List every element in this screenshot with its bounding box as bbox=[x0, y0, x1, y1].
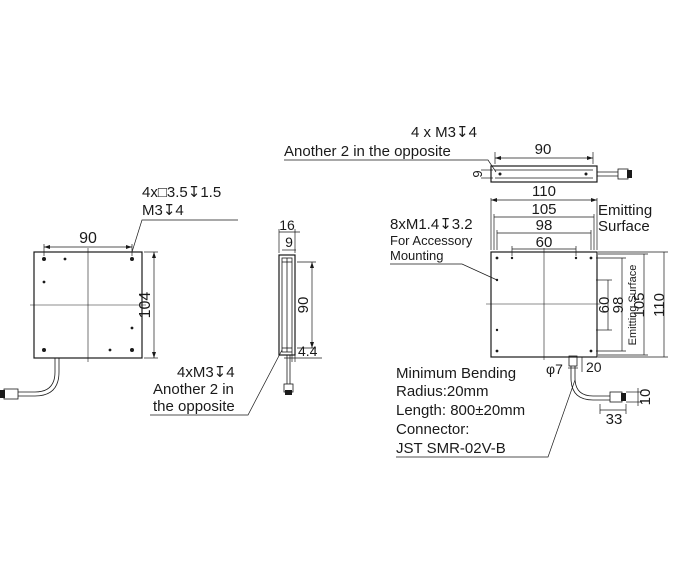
notes-leader bbox=[396, 379, 576, 458]
note-line1: Minimum Bending bbox=[396, 365, 516, 382]
right-cable-dia-label: φ7 bbox=[546, 361, 563, 377]
side-callout-line3: the opposite bbox=[153, 398, 235, 415]
right-cable-gland bbox=[568, 355, 578, 367]
right-mounting-callout-line1: 8xM1.4↧3.2 bbox=[390, 216, 473, 233]
front-hole-leader bbox=[131, 219, 238, 253]
right-mounting-callout-line3: Mounting bbox=[390, 248, 443, 263]
top-callout-line1: 4 x M3↧4 bbox=[411, 124, 477, 141]
side-callout-line2: Another 2 in bbox=[153, 381, 234, 398]
right-cable bbox=[570, 366, 610, 401]
front-hole-callout-line1: 4x□3.5↧1.5 bbox=[142, 184, 221, 201]
side-callout-leader bbox=[150, 349, 283, 416]
right-connector-h-label: 10 bbox=[637, 389, 654, 406]
top-length-label: 90 bbox=[535, 141, 552, 158]
top-body-outline bbox=[490, 165, 598, 183]
right-connector-len-label: 33 bbox=[606, 411, 623, 428]
note-line5: JST SMR-02V-B bbox=[396, 440, 506, 457]
top-callout-line2: Another 2 in the opposite bbox=[284, 143, 451, 160]
front-hole-bl bbox=[42, 348, 46, 352]
right-mounting-callout-line2: For Accessory bbox=[390, 233, 473, 248]
note-line4: Connector: bbox=[396, 421, 469, 438]
right-vert60-label: 60 bbox=[596, 297, 613, 314]
right-width60-label: 60 bbox=[536, 234, 553, 251]
right-width105-label: 105 bbox=[531, 201, 556, 218]
front-hole-mt bbox=[63, 257, 67, 261]
right-cable-offset-label: 20 bbox=[586, 359, 602, 375]
front-width-dim-label: 90 bbox=[79, 230, 97, 247]
front-hole-lm bbox=[42, 280, 46, 284]
notes-block: Minimum Bending Radius:20mm Length: 800±… bbox=[396, 365, 576, 458]
right-connector bbox=[609, 391, 623, 403]
front-height-dim-label: 104 bbox=[137, 292, 154, 319]
top-view: 4 x M3↧4 Another 2 in the opposite 90 9 bbox=[284, 124, 632, 183]
front-hole-tr bbox=[130, 257, 134, 261]
right-emitting-vertical-label: Emitting Surface bbox=[627, 265, 639, 346]
right-width98-label: 98 bbox=[536, 217, 553, 234]
right-vert105-label: 105 bbox=[631, 292, 648, 317]
right-emitting-label-line2: Surface bbox=[598, 218, 650, 235]
front-hole-rm bbox=[130, 326, 134, 330]
side-depth16-label: 16 bbox=[279, 217, 295, 233]
side-length-label: 90 bbox=[295, 297, 312, 314]
top-callout-leader bbox=[284, 159, 497, 173]
right-width110-label: 110 bbox=[532, 183, 556, 200]
note-line2: Radius:20mm bbox=[396, 383, 489, 400]
side-view: 16 9 90 4.4 4xM3↧4 Another 2 in the oppo… bbox=[150, 217, 322, 416]
front-cable bbox=[18, 358, 56, 393]
front-hole-mb bbox=[108, 348, 112, 352]
note-line3: Length: 800±20mm bbox=[396, 402, 525, 419]
front-hole-tl bbox=[42, 257, 46, 261]
side-callout-line1: 4xM3↧4 bbox=[177, 364, 235, 381]
front-hole-callout-line2: M3↧4 bbox=[142, 202, 184, 219]
right-vert110-label: 110 bbox=[651, 293, 668, 317]
right-vert98-label: 98 bbox=[610, 297, 627, 314]
right-emitting-label-line1: Emitting bbox=[598, 202, 652, 219]
front-hole-br bbox=[130, 348, 134, 352]
right-view: 110 105 98 60 Emitting Surface 8xM1.4↧3.… bbox=[390, 183, 668, 428]
front-view: 90 104 4x□3.5↧1.5 M3↧4 bbox=[0, 184, 238, 400]
side-offset-label: 4.4 bbox=[298, 343, 318, 359]
right-mounting-leader bbox=[390, 263, 498, 281]
top-height-label: 9 bbox=[470, 170, 485, 177]
side-depth9-label: 9 bbox=[285, 234, 293, 250]
front-connector bbox=[3, 388, 19, 400]
top-connector bbox=[617, 168, 629, 180]
